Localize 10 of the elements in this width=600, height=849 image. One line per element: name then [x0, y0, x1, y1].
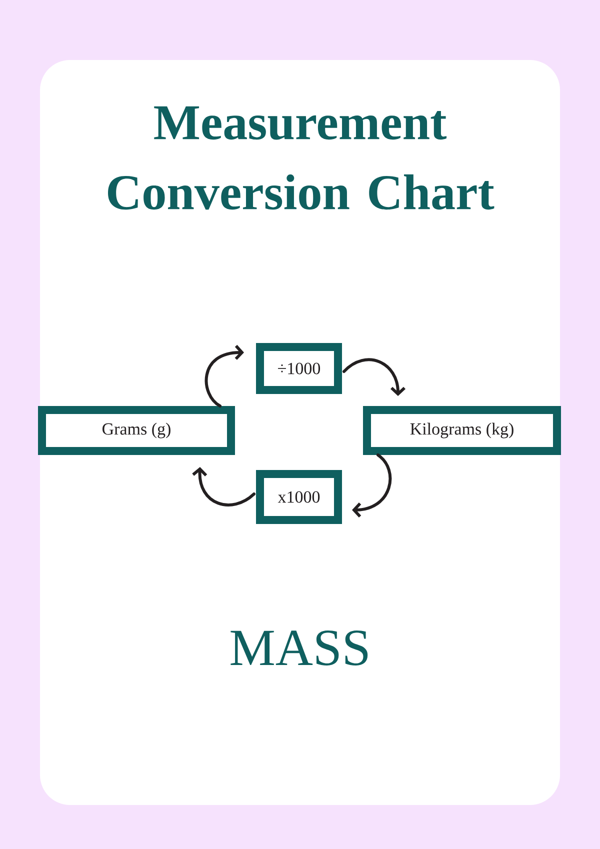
operation-box: x1000: [256, 470, 342, 524]
arrow: [192, 467, 256, 506]
title: Measurement Conversion Chart: [108, 106, 494, 210]
arrow: [352, 454, 392, 518]
unit-box: Grams (g): [38, 406, 235, 455]
arrow: [342, 358, 406, 396]
operation-box: ÷1000: [256, 343, 342, 394]
unit-box: Kilograms (kg): [363, 406, 561, 455]
arrow: [204, 344, 244, 408]
section-label: MASS: [230, 630, 368, 666]
